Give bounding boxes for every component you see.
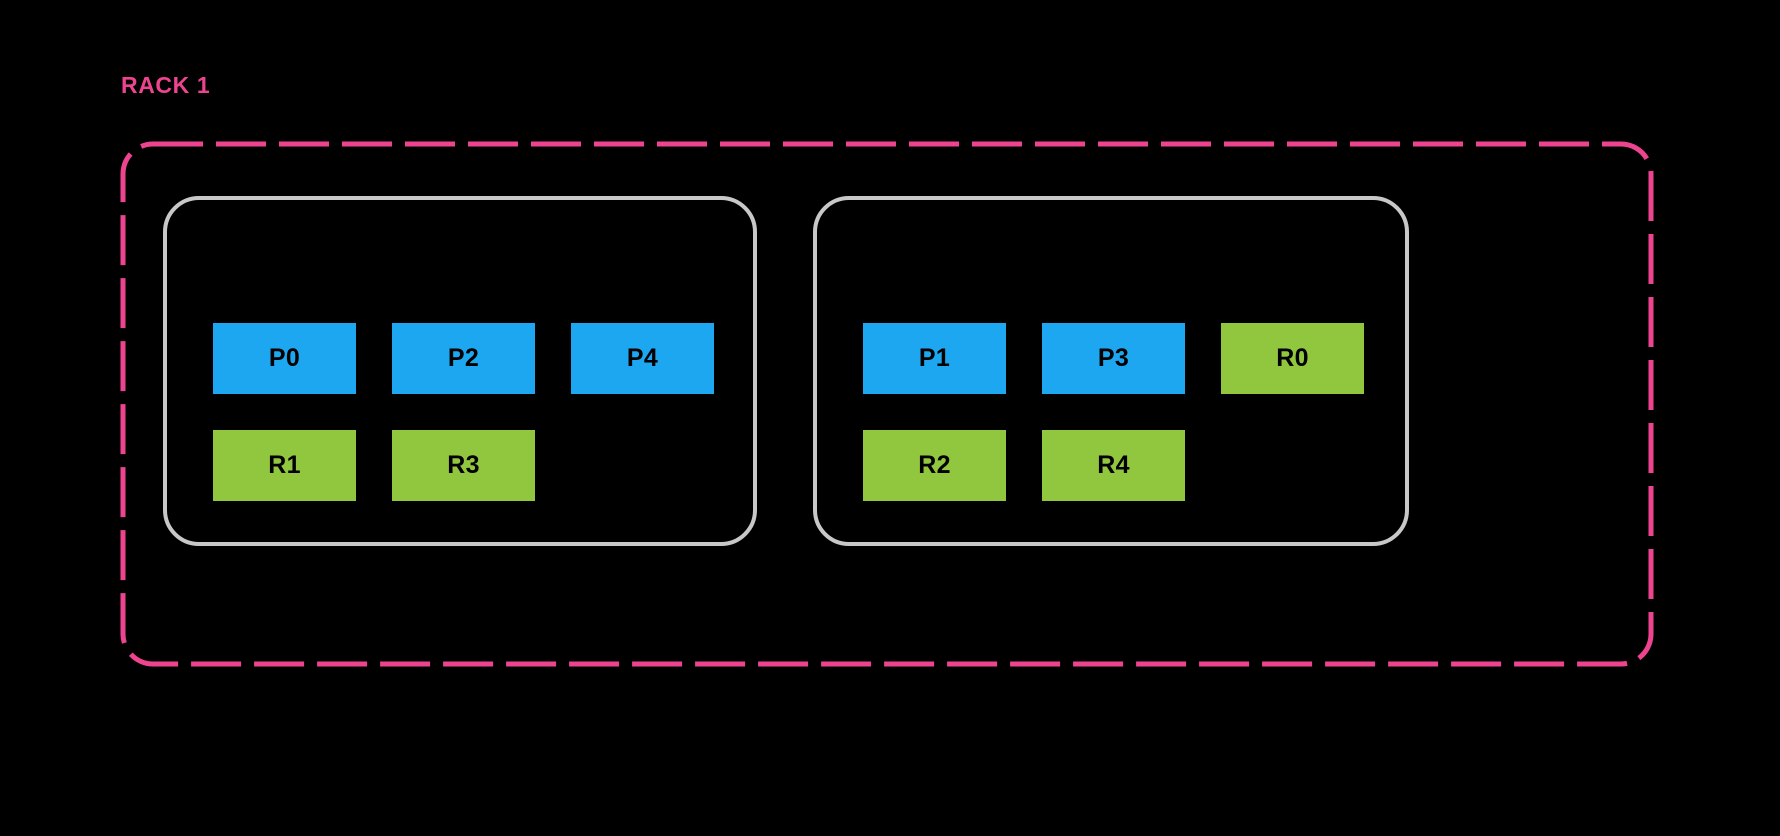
node-left-rows: P0 P2 P4 R1 R3 bbox=[167, 200, 753, 542]
unit-box-label: R4 bbox=[1097, 451, 1130, 479]
unit-box-p3[interactable]: P3 bbox=[1042, 323, 1185, 394]
rack-label: RACK 1 bbox=[121, 72, 211, 98]
node-panel-right: P1 P3 R0 R2 R4 bbox=[813, 196, 1409, 546]
unit-box-r0[interactable]: R0 bbox=[1221, 323, 1364, 394]
unit-box-label: P3 bbox=[1097, 344, 1130, 372]
unit-box-label: R2 bbox=[918, 451, 951, 479]
unit-box-label: P4 bbox=[626, 344, 659, 372]
unit-box-r3[interactable]: R3 bbox=[392, 430, 535, 501]
node-left-row-1: R1 R3 bbox=[213, 430, 535, 501]
unit-box-r2[interactable]: R2 bbox=[863, 430, 1006, 501]
node-right-rows: P1 P3 R0 R2 R4 bbox=[817, 200, 1405, 542]
unit-box-p2[interactable]: P2 bbox=[392, 323, 535, 394]
node-panel-left: P0 P2 P4 R1 R3 bbox=[163, 196, 757, 546]
unit-box-label: R3 bbox=[447, 451, 480, 479]
unit-box-p1[interactable]: P1 bbox=[863, 323, 1006, 394]
node-right-row-1: R2 R4 bbox=[863, 430, 1185, 501]
unit-box-label: R0 bbox=[1276, 344, 1309, 372]
unit-box-label: P1 bbox=[918, 344, 951, 372]
unit-box-p0[interactable]: P0 bbox=[213, 323, 356, 394]
unit-box-label: P0 bbox=[268, 344, 301, 372]
node-left-row-0: P0 P2 P4 bbox=[213, 323, 714, 394]
unit-box-label: R1 bbox=[268, 451, 301, 479]
unit-box-p4[interactable]: P4 bbox=[571, 323, 714, 394]
unit-box-r1[interactable]: R1 bbox=[213, 430, 356, 501]
unit-box-label: P2 bbox=[447, 344, 480, 372]
unit-box-r4[interactable]: R4 bbox=[1042, 430, 1185, 501]
node-right-row-0: P1 P3 R0 bbox=[863, 323, 1364, 394]
